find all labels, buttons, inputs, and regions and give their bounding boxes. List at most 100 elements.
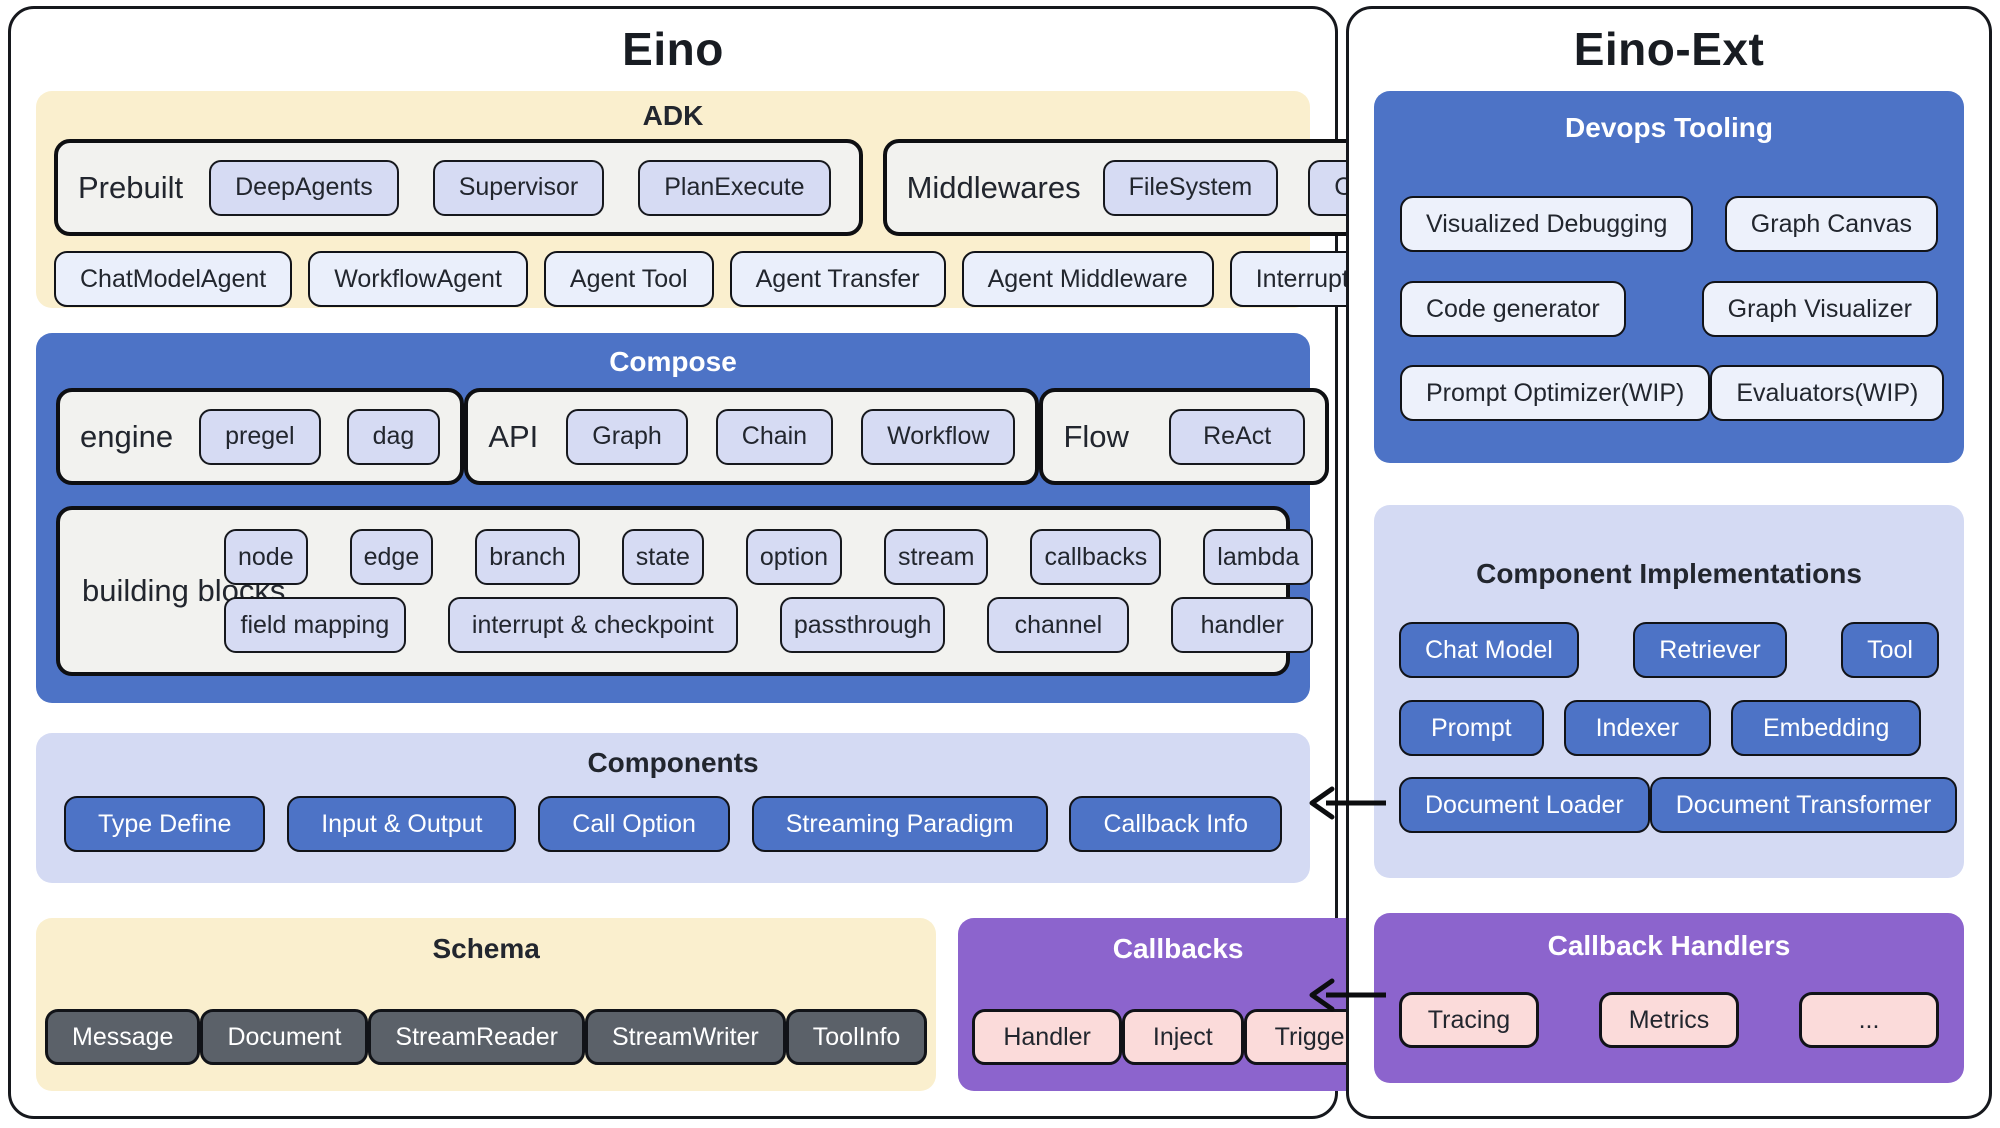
pill-passthrough: passthrough [779,597,946,654]
api-label: API [488,418,539,454]
building-blocks-pills: node edge branch state option stream cal… [224,529,1314,654]
callback-info-node: Callback Info [1069,796,1282,853]
devops-tooling-title: Devops Tooling [1565,111,1773,143]
pill-channel: channel [987,597,1130,654]
ellipsis-node: ... [1799,992,1939,1049]
schema-row: Message Document StreamReader StreamWrit… [45,1009,928,1066]
devops-row3: Prompt Optimizer(WIP) Evaluators(WIP) [1400,365,1945,422]
agent-tool-node: Agent Tool [543,251,714,308]
pill-workflow: Workflow [861,408,1016,465]
compose-title: Compose [609,345,737,377]
document-loader-node: Document Loader [1399,777,1650,834]
callback-handlers-section: Callback Handlers Tracing Metrics ... [1374,912,1964,1083]
implementations-row1: Chat Model Retriever Tool [1399,622,1939,679]
component-implementations-section: Component Implementations Chat Model Ret… [1374,504,1964,878]
chatmodelagent-node: ChatModelAgent [54,251,293,308]
schema-callbacks-row: Schema Message Document StreamReader Str… [36,917,1398,1091]
building-blocks-label: building blocks [82,573,286,609]
embedding-node: Embedding [1730,700,1922,757]
component-implementations-title: Component Implementations [1476,557,1862,589]
callbacks-row: Handler Inject Trigger [972,1009,1384,1066]
eino-ext-title: Eino-Ext [1573,23,1765,75]
pill-state: state [621,529,704,586]
engine-box: engine pregel dag [56,388,465,486]
middlewares-label: Middlewares [906,169,1081,205]
agent-middleware-node: Agent Middleware [961,251,1214,308]
flow-box: Flow ReAct [1039,388,1330,486]
input-output-node: Input & Output [287,796,517,853]
building-blocks-row2: field mapping interrupt & checkpoint pas… [224,597,1314,654]
pill-branch: branch [475,529,580,586]
metrics-node: Metrics [1599,992,1739,1049]
components-title: Components [587,746,759,778]
toolinfo-node: ToolInfo [785,1009,928,1066]
prompt-node: Prompt [1399,700,1544,757]
pill-lambda: lambda [1203,529,1314,586]
flow-label: Flow [1063,418,1129,454]
pill-dag: dag [346,408,441,465]
components-section: Components Type Define Input & Output Ca… [36,732,1310,883]
api-box: API Graph Chain Workflow [464,388,1040,486]
inject-node: Inject [1121,1009,1244,1066]
devops-tooling-section: Devops Tooling Visualized Debugging Grap… [1374,90,1964,463]
engine-label: engine [80,418,174,454]
pill-field-mapping: field mapping [224,597,406,654]
document-transformer-node: Document Transformer [1649,777,1958,834]
compose-boxes-row: engine pregel dag API Graph Chain Workfl… [56,388,1330,486]
pill-stream: stream [884,529,989,586]
graph-canvas-node: Graph Canvas [1724,196,1938,253]
document-node: Document [200,1009,369,1066]
implementations-row3: Document Loader Document Transformer [1399,777,1958,834]
pill-callbacks: callbacks [1030,529,1162,586]
devops-row1: Visualized Debugging Graph Canvas [1400,196,1938,253]
call-option-node: Call Option [538,796,730,853]
building-blocks-box: building blocks node edge branch state o… [56,506,1314,677]
callback-handlers-title: Callback Handlers [1547,929,1791,961]
code-generator-node: Code generator [1400,281,1626,338]
streamwriter-node: StreamWriter [584,1009,786,1066]
chat-model-node: Chat Model [1399,622,1579,679]
pill-handler: handler [1171,597,1314,654]
adk-section: ADK Prebuilt DeepAgents Supervisor PlanE… [36,90,1586,308]
building-blocks-row1: node edge branch state option stream cal… [224,529,1314,586]
schema-section: Schema Message Document StreamReader Str… [36,917,937,1091]
tool-node: Tool [1841,622,1939,679]
streamreader-node: StreamReader [368,1009,585,1066]
eino-panel: Eino ADK Prebuilt DeepAgents Supervisor … [8,6,1586,1119]
pill-interrupt-checkpoint: interrupt & checkpoint [447,597,738,654]
pill-graph: Graph [566,408,688,465]
workflowagent-node: WorkflowAgent [308,251,528,308]
prompt-optimizer-node: Prompt Optimizer(WIP) [1400,365,1711,422]
graph-visualizer-node: Graph Visualizer [1701,281,1938,338]
arrow-left-icon [1309,978,1386,1012]
eino-title: Eino [622,23,724,75]
type-define-node: Type Define [64,796,266,853]
compose-section: Compose engine pregel dag API Graph Chai… [36,332,1330,703]
message-node: Message [45,1009,201,1066]
adk-agents-row: ChatModelAgent WorkflowAgent Agent Tool … [54,251,1475,308]
pill-deepagents: DeepAgents [209,159,399,216]
pill-planexecute: PlanExecute [638,159,831,216]
arrow-left-icon [1309,786,1386,820]
pill-pregel: pregel [199,408,321,465]
indexer-node: Indexer [1563,700,1711,757]
components-row: Type Define Input & Output Call Option S… [64,796,1282,853]
tracing-node: Tracing [1399,992,1539,1049]
pill-supervisor: Supervisor [432,159,605,216]
pill-node: node [224,529,308,586]
prebuilt-box: Prebuilt DeepAgents Supervisor PlanExecu… [54,139,863,237]
eino-ext-panel: Eino-Ext Devops Tooling Visualized Debug… [1346,6,1992,1119]
prebuilt-label: Prebuilt [78,169,184,205]
evaluators-node: Evaluators(WIP) [1710,365,1945,422]
handler-node: Handler [972,1009,1122,1066]
implementations-row2: Prompt Indexer Embedding [1399,700,1939,757]
pill-react: ReAct [1168,408,1306,465]
visualized-debugging-node: Visualized Debugging [1400,196,1694,253]
adk-boxes-row: Prebuilt DeepAgents Supervisor PlanExecu… [54,139,1586,237]
callback-handlers-row: Tracing Metrics ... [1399,992,1939,1049]
adk-title: ADK [642,99,704,131]
devops-row2: Code generator Graph Visualizer [1400,281,1938,338]
callbacks-title: Callbacks [1112,932,1244,964]
pill-edge: edge [349,529,434,586]
pill-option: option [745,529,843,586]
